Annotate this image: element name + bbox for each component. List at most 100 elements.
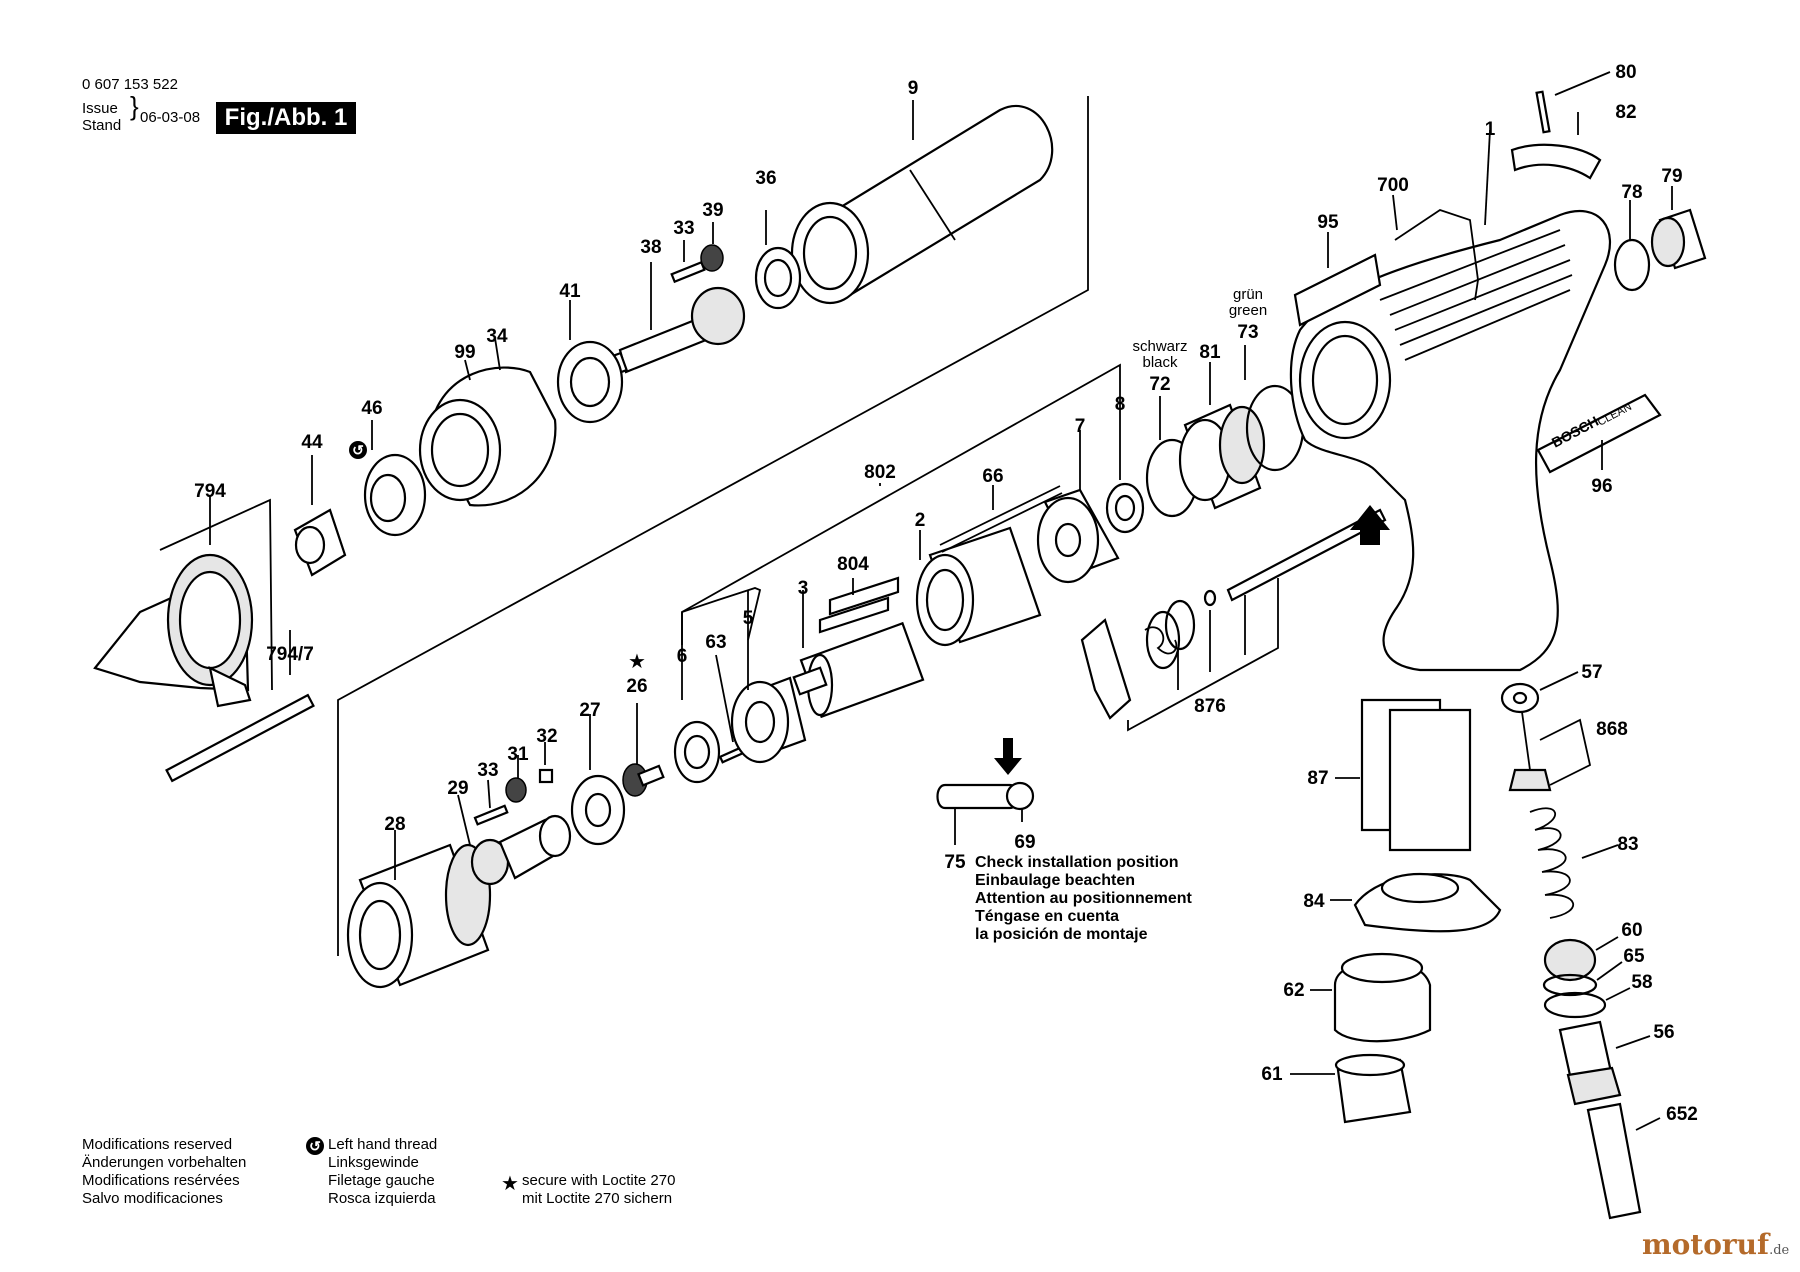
part-36-bearing [754, 210, 802, 310]
label-46: 46 [361, 398, 382, 419]
arrow-down-icon [994, 738, 1022, 775]
issue-label: Issue [82, 100, 118, 117]
part-33-pin-lower [473, 779, 509, 826]
brace: } [130, 91, 139, 121]
label-58: 58 [1631, 972, 1652, 993]
label-73: 73 [1237, 322, 1258, 343]
label-schwarz: schwarz [1132, 338, 1187, 355]
part-number: 0 607 153 522 [82, 76, 178, 93]
part-5-end-plate [730, 676, 807, 764]
label-87: 87 [1307, 768, 1328, 789]
left-thread-icon-46 [349, 441, 367, 459]
label-84: 84 [1303, 891, 1325, 912]
part-700-clip [1392, 194, 1479, 301]
label-65: 65 [1623, 946, 1645, 967]
part-80-screw [1535, 71, 1611, 134]
part-34-nut [418, 337, 557, 507]
loctite-note: secure with Loctite 270 mit Loctite 270 … [522, 1172, 675, 1208]
label-44: 44 [301, 432, 323, 453]
stand-label: Stand [82, 117, 122, 134]
part-2-cylinder [915, 526, 1042, 647]
label-81: 81 [1199, 342, 1221, 363]
part-44-sleeve [293, 455, 347, 577]
left-thread-icon-46-mark: ↺ [352, 442, 364, 458]
watermark-tld: .de [1769, 1243, 1790, 1258]
part-32-pin [538, 742, 554, 784]
part-41-bearing [556, 300, 624, 424]
modifications-de: Änderungen vorbehalten [82, 1154, 247, 1171]
part-79-plug [1650, 186, 1707, 270]
modifications-fr: Modifications resérvées [82, 1172, 240, 1189]
loctite-star-icon-26: ★ [628, 651, 646, 673]
part-3-rotor [792, 590, 925, 719]
left-thread-note: Left hand thread Linksgewinde Filetage g… [328, 1136, 437, 1208]
part-29-planet-carrier [457, 794, 572, 886]
label-41: 41 [559, 281, 581, 302]
part-876-trigger-group [1080, 508, 1387, 732]
part-58-washer [1543, 987, 1631, 1019]
part-27-disc [570, 714, 626, 846]
arrow-up-icon [1350, 505, 1390, 545]
modifications-en: Modifications reserved [82, 1136, 233, 1153]
watermark-name: motoruf [1642, 1228, 1770, 1261]
check-note-line-5: la posición de montaje [975, 926, 1148, 943]
label-72: 72 [1149, 374, 1170, 395]
part-6-bearing [673, 720, 721, 784]
label-62: 62 [1283, 980, 1304, 1001]
part-83-spring [1529, 807, 1619, 919]
label-7: 7 [1075, 416, 1086, 437]
label-black: black [1142, 354, 1178, 371]
check-note-line-1: Check installation position [975, 854, 1179, 871]
part-56-connector [1558, 1020, 1651, 1106]
part-75-69-inset [936, 738, 1035, 845]
label-794-7: 794/7 [266, 644, 314, 665]
label-27: 27 [579, 700, 600, 721]
label-83: 83 [1617, 834, 1638, 855]
part-28-ring-gear [346, 830, 492, 989]
part-57-washer [1500, 671, 1579, 714]
label-26: 26 [626, 676, 647, 697]
part-66-pin [939, 485, 1063, 553]
left-thread-en: Left hand thread [328, 1136, 438, 1153]
label-57: 57 [1581, 662, 1602, 683]
group-bracket-802 [681, 363, 1121, 613]
label-876: 876 [1194, 696, 1226, 717]
label-6: 6 [677, 646, 688, 667]
part-46-ring [363, 420, 427, 537]
label-9: 9 [908, 78, 919, 99]
part-96-brand-plate [1536, 393, 1662, 474]
check-installation-note: Check installation position Einbaulage b… [975, 854, 1192, 944]
label-60: 60 [1621, 920, 1642, 941]
check-note-line-3: Attention au positionnement [975, 890, 1192, 907]
label-80: 80 [1615, 62, 1636, 83]
label-32: 32 [536, 726, 557, 747]
part-87-filter [1335, 698, 1472, 852]
label-3: 3 [798, 578, 809, 599]
left-thread-es: Rosca izquierda [328, 1190, 436, 1207]
label-8: 8 [1115, 394, 1126, 415]
check-note-line-2: Einbaulage beachten [975, 872, 1136, 889]
label-5: 5 [743, 608, 754, 629]
label-34: 34 [486, 326, 508, 347]
label-31: 31 [507, 744, 529, 765]
label-2: 2 [915, 510, 926, 531]
part-65-o-ring [1542, 961, 1623, 997]
left-thread-de: Linksgewinde [328, 1154, 419, 1171]
part-38-spindle [605, 262, 746, 377]
left-thread-icon [306, 1137, 324, 1155]
issue-date: 06-03-08 [140, 109, 201, 126]
label-29: 29 [447, 778, 468, 799]
check-note-line-4: Téngase en cuenta [975, 908, 1120, 925]
label-63: 63 [705, 632, 726, 653]
modifications-es: Salvo modificaciones [82, 1190, 223, 1207]
part-81-valve [1178, 362, 1266, 510]
part-78-o-ring [1613, 200, 1651, 292]
part-868-valve-stem [1508, 711, 1592, 792]
loctite-de: mit Loctite 270 sichern [522, 1190, 673, 1207]
upper-assembly-outline [337, 96, 1089, 956]
label-gruen: grün [1233, 286, 1263, 303]
label-868: 868 [1596, 719, 1628, 740]
label-33-lower: 33 [477, 760, 498, 781]
